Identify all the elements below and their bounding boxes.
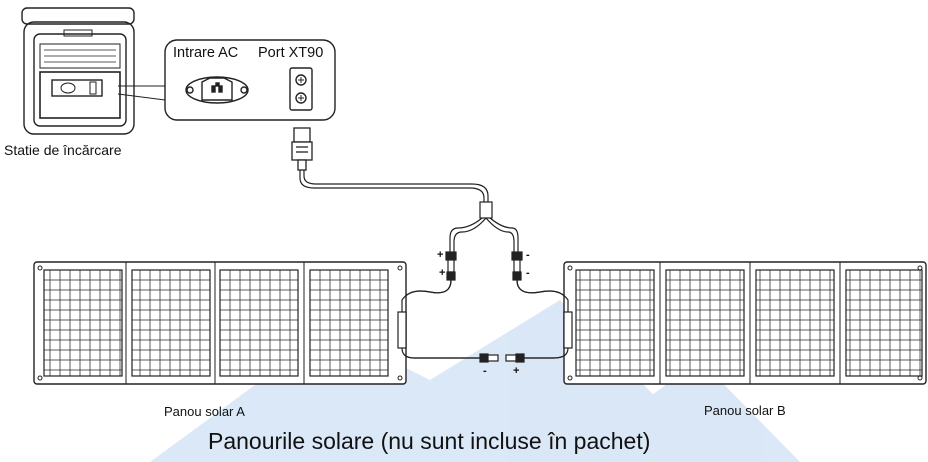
- polarity-plus-bottom: +: [513, 365, 520, 377]
- solar-panel-a: [33, 261, 407, 385]
- solar-panel-b: [563, 261, 927, 385]
- footer-caption: Panourile solare (nu sunt incluse în pac…: [208, 428, 651, 454]
- xt90-port-icon: [289, 67, 313, 111]
- station-label: Statie de încărcare: [4, 142, 122, 158]
- main-cable: [299, 170, 489, 204]
- y-splitter: [445, 201, 523, 281]
- polarity-plus-upper: +: [437, 249, 444, 261]
- xt90-plug: [291, 127, 313, 171]
- ports-callout-box: [164, 39, 336, 121]
- ac-socket-icon: [185, 76, 249, 104]
- panel-b-label: Panou solar B: [704, 403, 786, 418]
- polarity-minus-bottom: -: [483, 365, 487, 377]
- ac-input-label: Intrare AC: [173, 45, 239, 61]
- polarity-minus-upper: -: [526, 249, 530, 261]
- panel-a-label: Panou solar A: [164, 404, 245, 419]
- panel-junction-cables: [397, 279, 573, 359]
- power-station: [21, 7, 166, 135]
- polarity-plus-lower: +: [439, 267, 446, 279]
- xt90-port-label: Port XT90: [258, 45, 324, 61]
- polarity-minus-lower: -: [526, 267, 530, 279]
